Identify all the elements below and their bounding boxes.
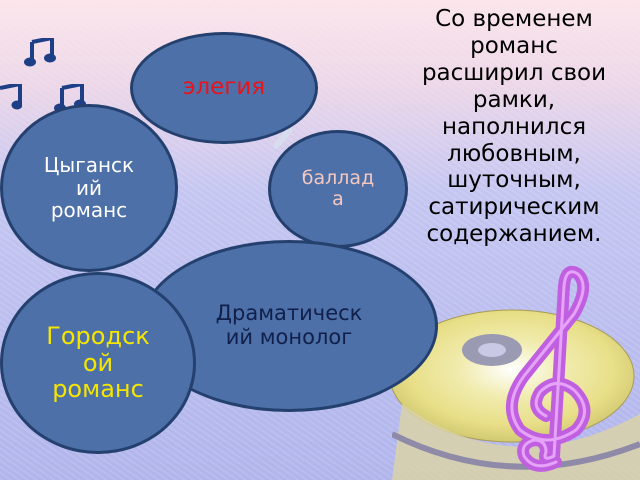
bubble-ballad: баллад а — [268, 130, 408, 248]
caption-line: романс — [470, 32, 558, 59]
bubble-dramatic-line2: ий монолог — [225, 325, 353, 349]
bubble-gypsy-line1: Цыганск — [43, 153, 135, 178]
bubble-gypsy-romance: Цыганск ий романс — [0, 104, 178, 272]
caption-line: Со временем — [435, 6, 593, 32]
bubble-urban-line1: Городск — [46, 321, 150, 350]
bubble-urban-romance: Городск ой романс — [0, 272, 196, 454]
caption-line: наполнился — [441, 113, 587, 140]
compact-disc-icon — [392, 309, 640, 480]
bubble-urban-line2: ой — [82, 348, 114, 377]
caption-line: рамки, — [472, 86, 556, 113]
caption-text: Со временем романс расширил свои рамки, … — [394, 6, 634, 248]
bubble-ballad-line1: баллад — [301, 166, 375, 189]
bubble-ballad-line2: а — [332, 188, 344, 210]
bubble-dramatic-line1: Драматическ — [215, 301, 363, 326]
music-note-icon — [0, 84, 22, 110]
bubble-elegy-label: элегия — [182, 74, 266, 101]
caption-line: расширил свои — [421, 59, 607, 86]
bubble-urban-line3: романс — [52, 375, 144, 404]
music-note-icon — [24, 38, 56, 67]
treble-clef-icon — [506, 266, 591, 472]
caption-line: сатирическим — [428, 194, 600, 221]
connector-arrow-icon — [273, 127, 293, 149]
bubble-gypsy-line2: ий — [75, 175, 102, 200]
caption-line: любовным, — [447, 140, 581, 167]
bubble-gypsy-line3: романс — [50, 198, 128, 223]
caption-line: содержанием. — [426, 221, 602, 248]
caption-line: шуточным, — [447, 167, 581, 194]
bubble-elegy: элегия — [130, 32, 318, 144]
